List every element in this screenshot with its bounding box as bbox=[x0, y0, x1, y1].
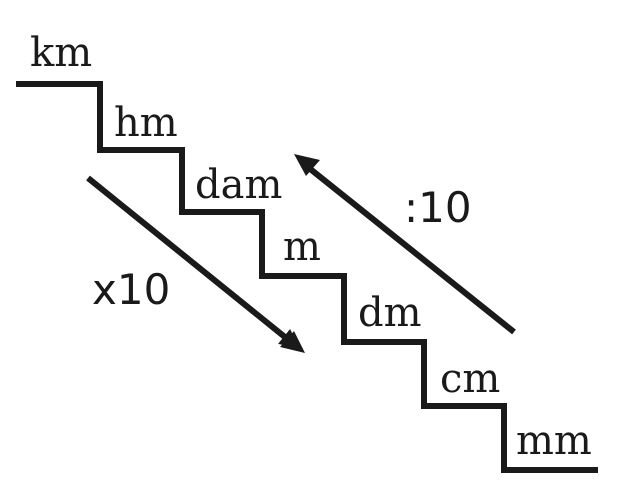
multiply-arrow bbox=[86, 175, 299, 349]
multiply-label: x10 bbox=[92, 265, 170, 314]
divide-label: :10 bbox=[404, 183, 472, 232]
unit-label-mm: mm bbox=[516, 418, 592, 464]
unit-label-m: m bbox=[283, 224, 321, 270]
unit-label-cm: cm bbox=[440, 356, 500, 402]
unit-label-km: km bbox=[30, 30, 92, 76]
staircase-line bbox=[16, 81, 598, 473]
divide-arrow bbox=[302, 161, 516, 335]
divide-arrowhead bbox=[294, 154, 320, 176]
unit-label-dam: dam bbox=[195, 162, 282, 208]
unit-label-hm: hm bbox=[114, 100, 178, 146]
unit-label-dm: dm bbox=[358, 290, 422, 336]
multiply-arrowhead bbox=[280, 331, 305, 353]
